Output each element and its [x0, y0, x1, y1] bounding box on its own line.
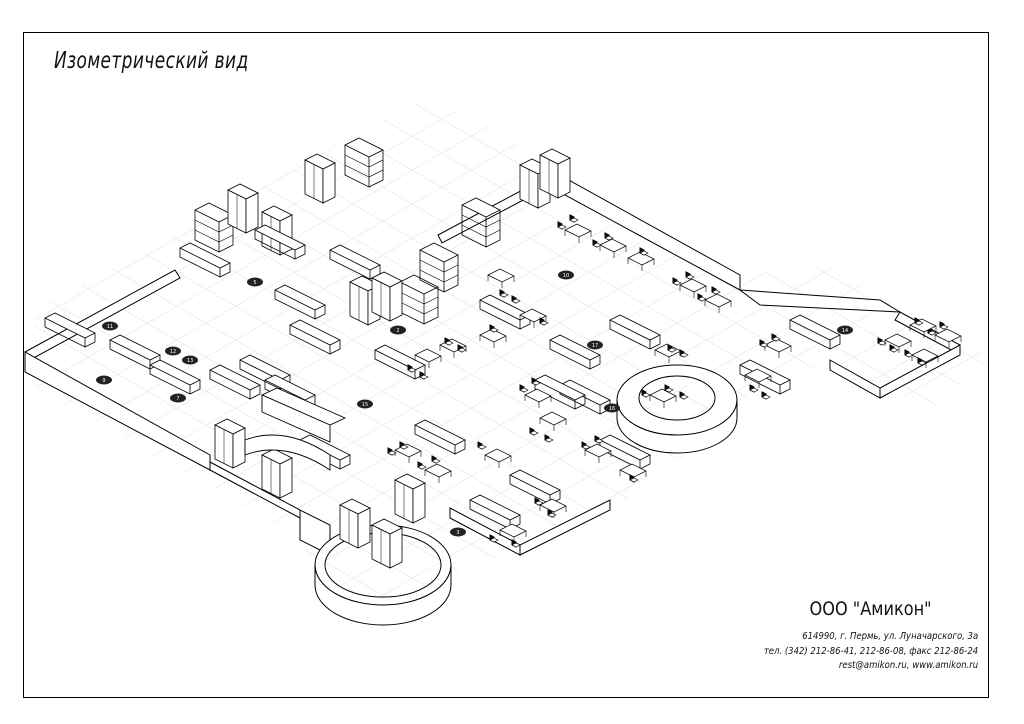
zone-label: 2: [396, 328, 399, 334]
zone-markers: 11 9 12 13 7 5 15 2 10 17 16 3 14: [96, 270, 853, 537]
drawing-title: Изометрический вид: [54, 48, 249, 74]
zone-label: 15: [362, 402, 368, 408]
zone-label: 7: [176, 396, 179, 402]
zone-label: 17: [592, 343, 598, 349]
company-contacts: 614990, г. Пермь, ул. Луначарского, 3а т…: [764, 630, 978, 674]
zone-label: 11: [107, 324, 113, 330]
zone-label: 9: [102, 378, 105, 384]
round-annex-right: [616, 364, 738, 454]
zone-label: 14: [842, 328, 848, 334]
company-phones: тел. (342) 212-86-41, 212-86-08, факс 21…: [763, 645, 978, 657]
company-web: rest@amikon.ru, www.amikon.ru: [838, 660, 978, 671]
zone-label: 3: [456, 530, 459, 536]
zone-label: 12: [170, 349, 176, 355]
company-name: ООО "Амикон": [809, 598, 932, 620]
serving-counter: [244, 387, 347, 471]
zone-label: 13: [187, 358, 193, 364]
zone-label: 5: [253, 280, 256, 286]
round-annex-left: [314, 524, 452, 626]
zone-label: 10: [563, 273, 569, 279]
company-address: 614990, г. Пермь, ул. Луначарского, 3а: [802, 631, 978, 642]
zone-label: 16: [609, 406, 615, 412]
